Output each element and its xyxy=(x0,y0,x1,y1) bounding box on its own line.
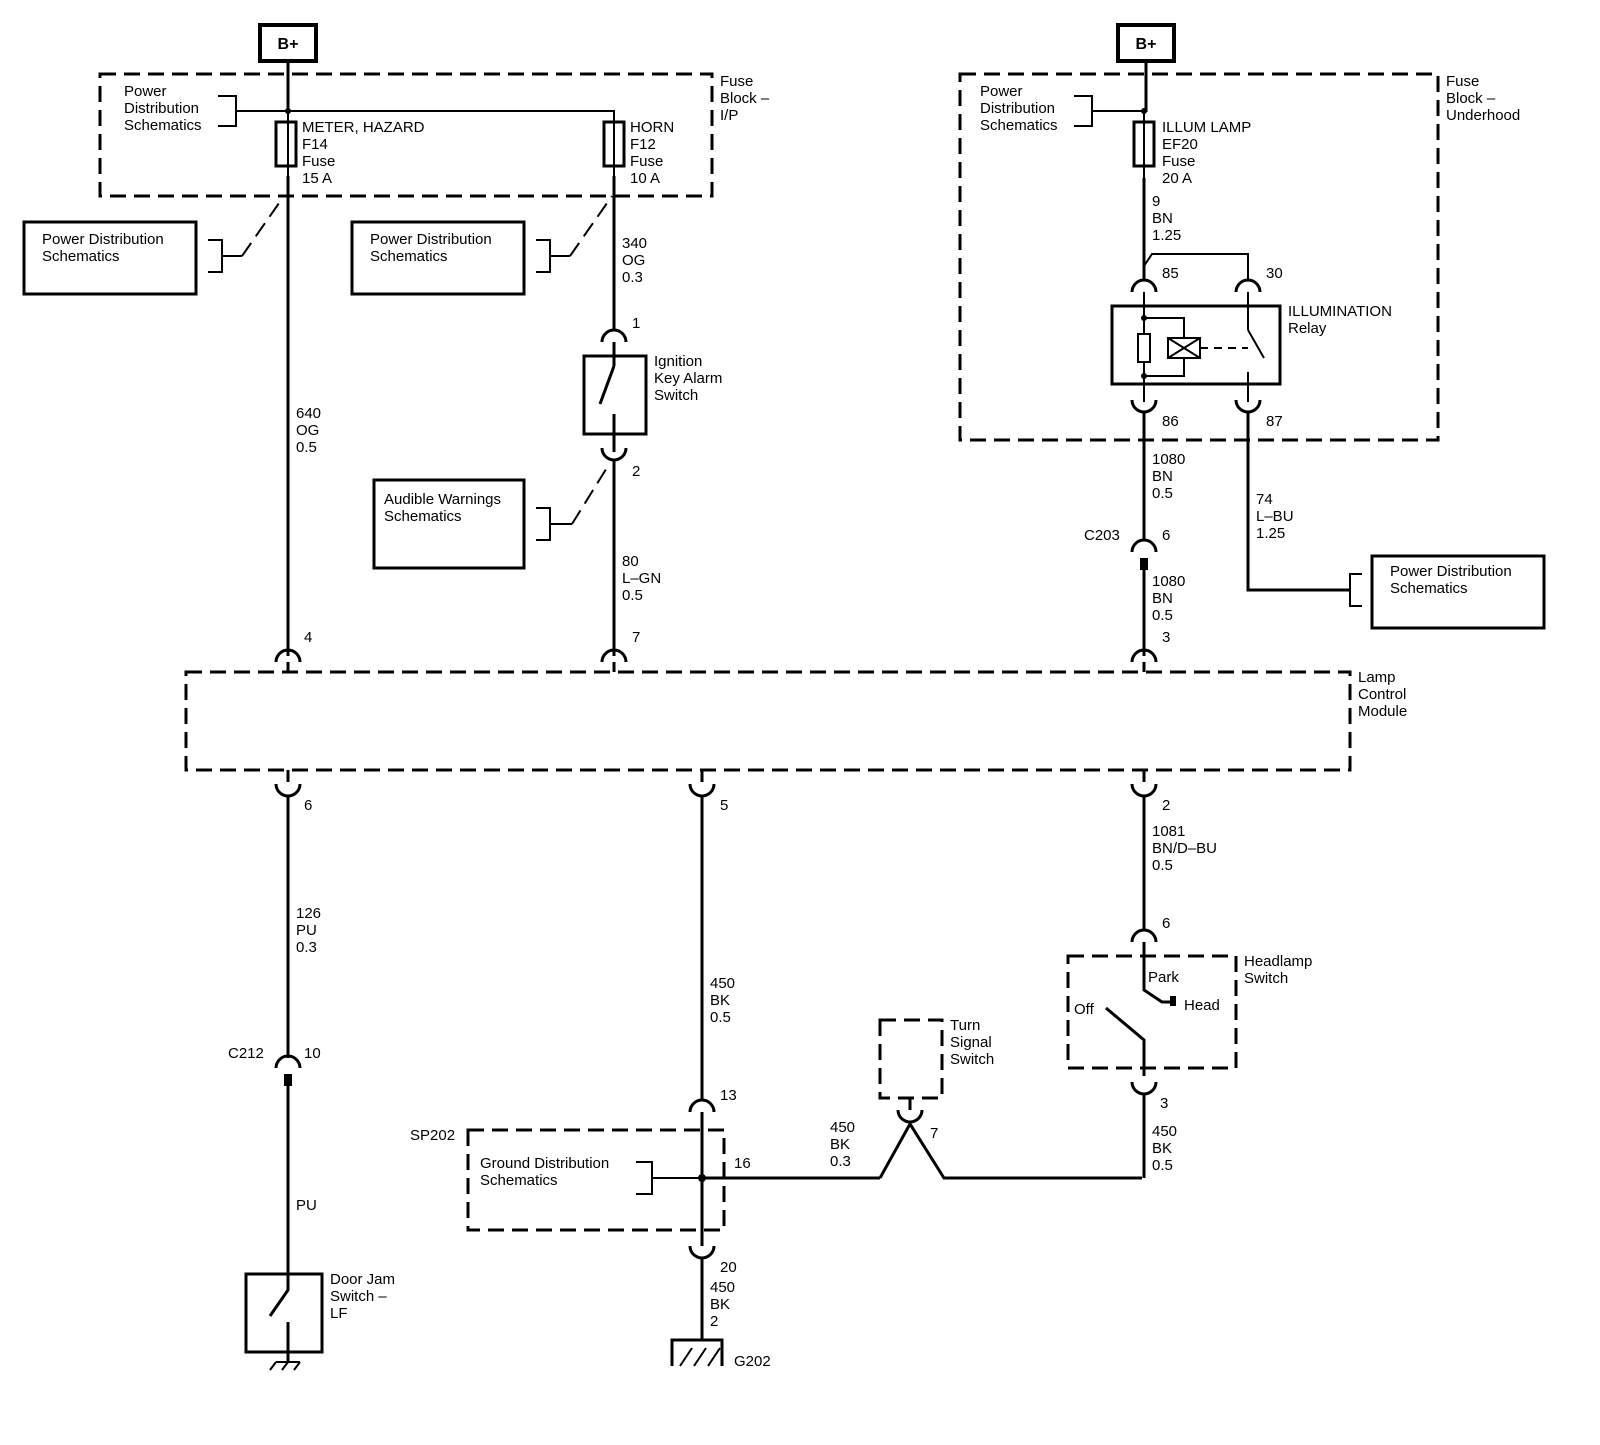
fuse-block-underhood-label: Fuse Block – Underhood xyxy=(1446,73,1520,124)
pin-c212-10: 10 xyxy=(304,1045,321,1062)
pin-lcm-6: 6 xyxy=(304,797,312,814)
pin-hl-6: 6 xyxy=(1162,915,1170,932)
pin-hl-3: 3 xyxy=(1160,1095,1168,1112)
wire-1080a-label: 1080 BN 0.5 xyxy=(1152,451,1190,502)
fuse-ef20-label: ILLUM LAMP EF20 Fuse 20 A xyxy=(1162,119,1255,187)
ground-g202 xyxy=(670,1338,724,1366)
pin-lcm-5: 5 xyxy=(720,797,728,814)
door-jam-switch-label: Door Jam Switch – LF xyxy=(330,1271,399,1322)
fuse-f14-symbol xyxy=(274,120,298,168)
pin-relay-30: 30 xyxy=(1266,265,1283,282)
wire-80-label: 80 L–GN 0.5 xyxy=(622,553,665,604)
wire-126-label: 126 PU 0.3 xyxy=(296,905,325,956)
pin-c203-6: 6 xyxy=(1162,527,1170,544)
pin-relay-86: 86 xyxy=(1162,413,1179,430)
fuse-f14-label: METER, HAZARD F14 Fuse 15 A xyxy=(302,119,429,187)
relay-label: ILLUMINATION Relay xyxy=(1288,303,1396,337)
headlamp-head-label: Head xyxy=(1184,997,1220,1014)
fuse-block-underhood-pd-ref: Power Distribution Schematics xyxy=(980,83,1059,134)
audible-warnings-ref-label: Audible Warnings Schematics xyxy=(384,491,505,525)
pin-lcm-7: 7 xyxy=(632,629,640,646)
wire-1080b-label: 1080 BN 0.5 xyxy=(1152,573,1190,624)
wire-640-label: 640 OG 0.5 xyxy=(296,405,325,456)
connector-g202-label: G202 xyxy=(734,1353,771,1370)
pin-ign-2: 2 xyxy=(632,463,640,480)
pin-relay-85: 85 xyxy=(1162,265,1179,282)
wire-1081-label: 1081 BN/D–BU 0.5 xyxy=(1152,823,1221,874)
door-jam-switch xyxy=(244,1272,324,1354)
pin-relay-87: 87 xyxy=(1266,413,1283,430)
pd-ref-box-left-label: Power Distribution Schematics xyxy=(42,231,168,265)
pin-ign-1: 1 xyxy=(632,315,640,332)
wire-74-label: 74 L–BU 1.25 xyxy=(1256,491,1298,542)
pin-lcm-3: 3 xyxy=(1162,629,1170,646)
fuse-block-underhood-outline xyxy=(958,72,1440,442)
fuse-block-ip-pd-ref: Power Distribution Schematics xyxy=(124,83,203,134)
lamp-control-module-label: Lamp Control Module xyxy=(1358,669,1411,720)
pin-sp-20: 20 xyxy=(720,1259,737,1276)
wire-9-label: 9 BN 1.25 xyxy=(1152,193,1181,244)
fuse-block-ip-outline xyxy=(98,72,714,198)
wire-450d-label: 450 BK 2 xyxy=(710,1279,739,1330)
wire-450c-label: 450 BK 0.5 xyxy=(1152,1123,1181,1174)
fuse-f12-label: HORN F12 Fuse 10 A xyxy=(630,119,678,187)
b-plus-right: B+ xyxy=(1116,23,1176,63)
b-plus-right-label: B+ xyxy=(1136,36,1157,53)
splice-sp202 xyxy=(466,1128,726,1232)
fuse-block-ip-label: Fuse Block – I/P xyxy=(720,73,773,124)
pd-ref-box-left[interactable] xyxy=(22,220,198,296)
headlamp-switch-label: Headlamp Switch xyxy=(1244,953,1317,987)
headlamp-switch xyxy=(1066,954,1238,1070)
pin-sp-16: 16 xyxy=(734,1155,751,1172)
lamp-control-module xyxy=(184,670,1352,772)
wire-450a-label: 450 BK 0.5 xyxy=(710,975,739,1026)
wire-pu-label: PU xyxy=(296,1197,317,1214)
connector-sp202: SP202 xyxy=(410,1127,455,1144)
b-plus-left-label: B+ xyxy=(278,36,299,53)
pd-ref-box-mid-label: Power Distribution Schematics xyxy=(370,231,496,265)
headlamp-park-label: Park xyxy=(1148,969,1179,986)
pin-sp-13: 13 xyxy=(720,1087,737,1104)
pin-lcm-4: 4 xyxy=(304,629,312,646)
ground-ref-label: Ground Distribution Schematics xyxy=(480,1155,613,1189)
turn-signal-switch-label: Turn Signal Switch xyxy=(950,1017,996,1068)
pd-ref-box-right-label: Power Distribution Schematics xyxy=(1390,563,1516,597)
turn-signal-switch xyxy=(878,1018,944,1100)
connector-c212: C212 xyxy=(228,1045,264,1062)
wire-340-label: 340 OG 0.3 xyxy=(622,235,651,286)
b-plus-left: B+ xyxy=(258,23,318,63)
ignition-switch-label: Ignition Key Alarm Switch xyxy=(654,353,727,404)
audible-warnings-ref-box[interactable] xyxy=(372,478,526,570)
pin-ts-7: 7 xyxy=(930,1125,938,1142)
wire-450b-label: 450 BK 0.3 xyxy=(830,1119,859,1170)
pd-ref-box-right[interactable] xyxy=(1370,554,1546,630)
pd-ref-box-mid[interactable] xyxy=(350,220,526,296)
headlamp-off-label: Off xyxy=(1074,1001,1095,1018)
pin-lcm-2: 2 xyxy=(1162,797,1170,814)
connector-c203: C203 xyxy=(1084,527,1120,544)
